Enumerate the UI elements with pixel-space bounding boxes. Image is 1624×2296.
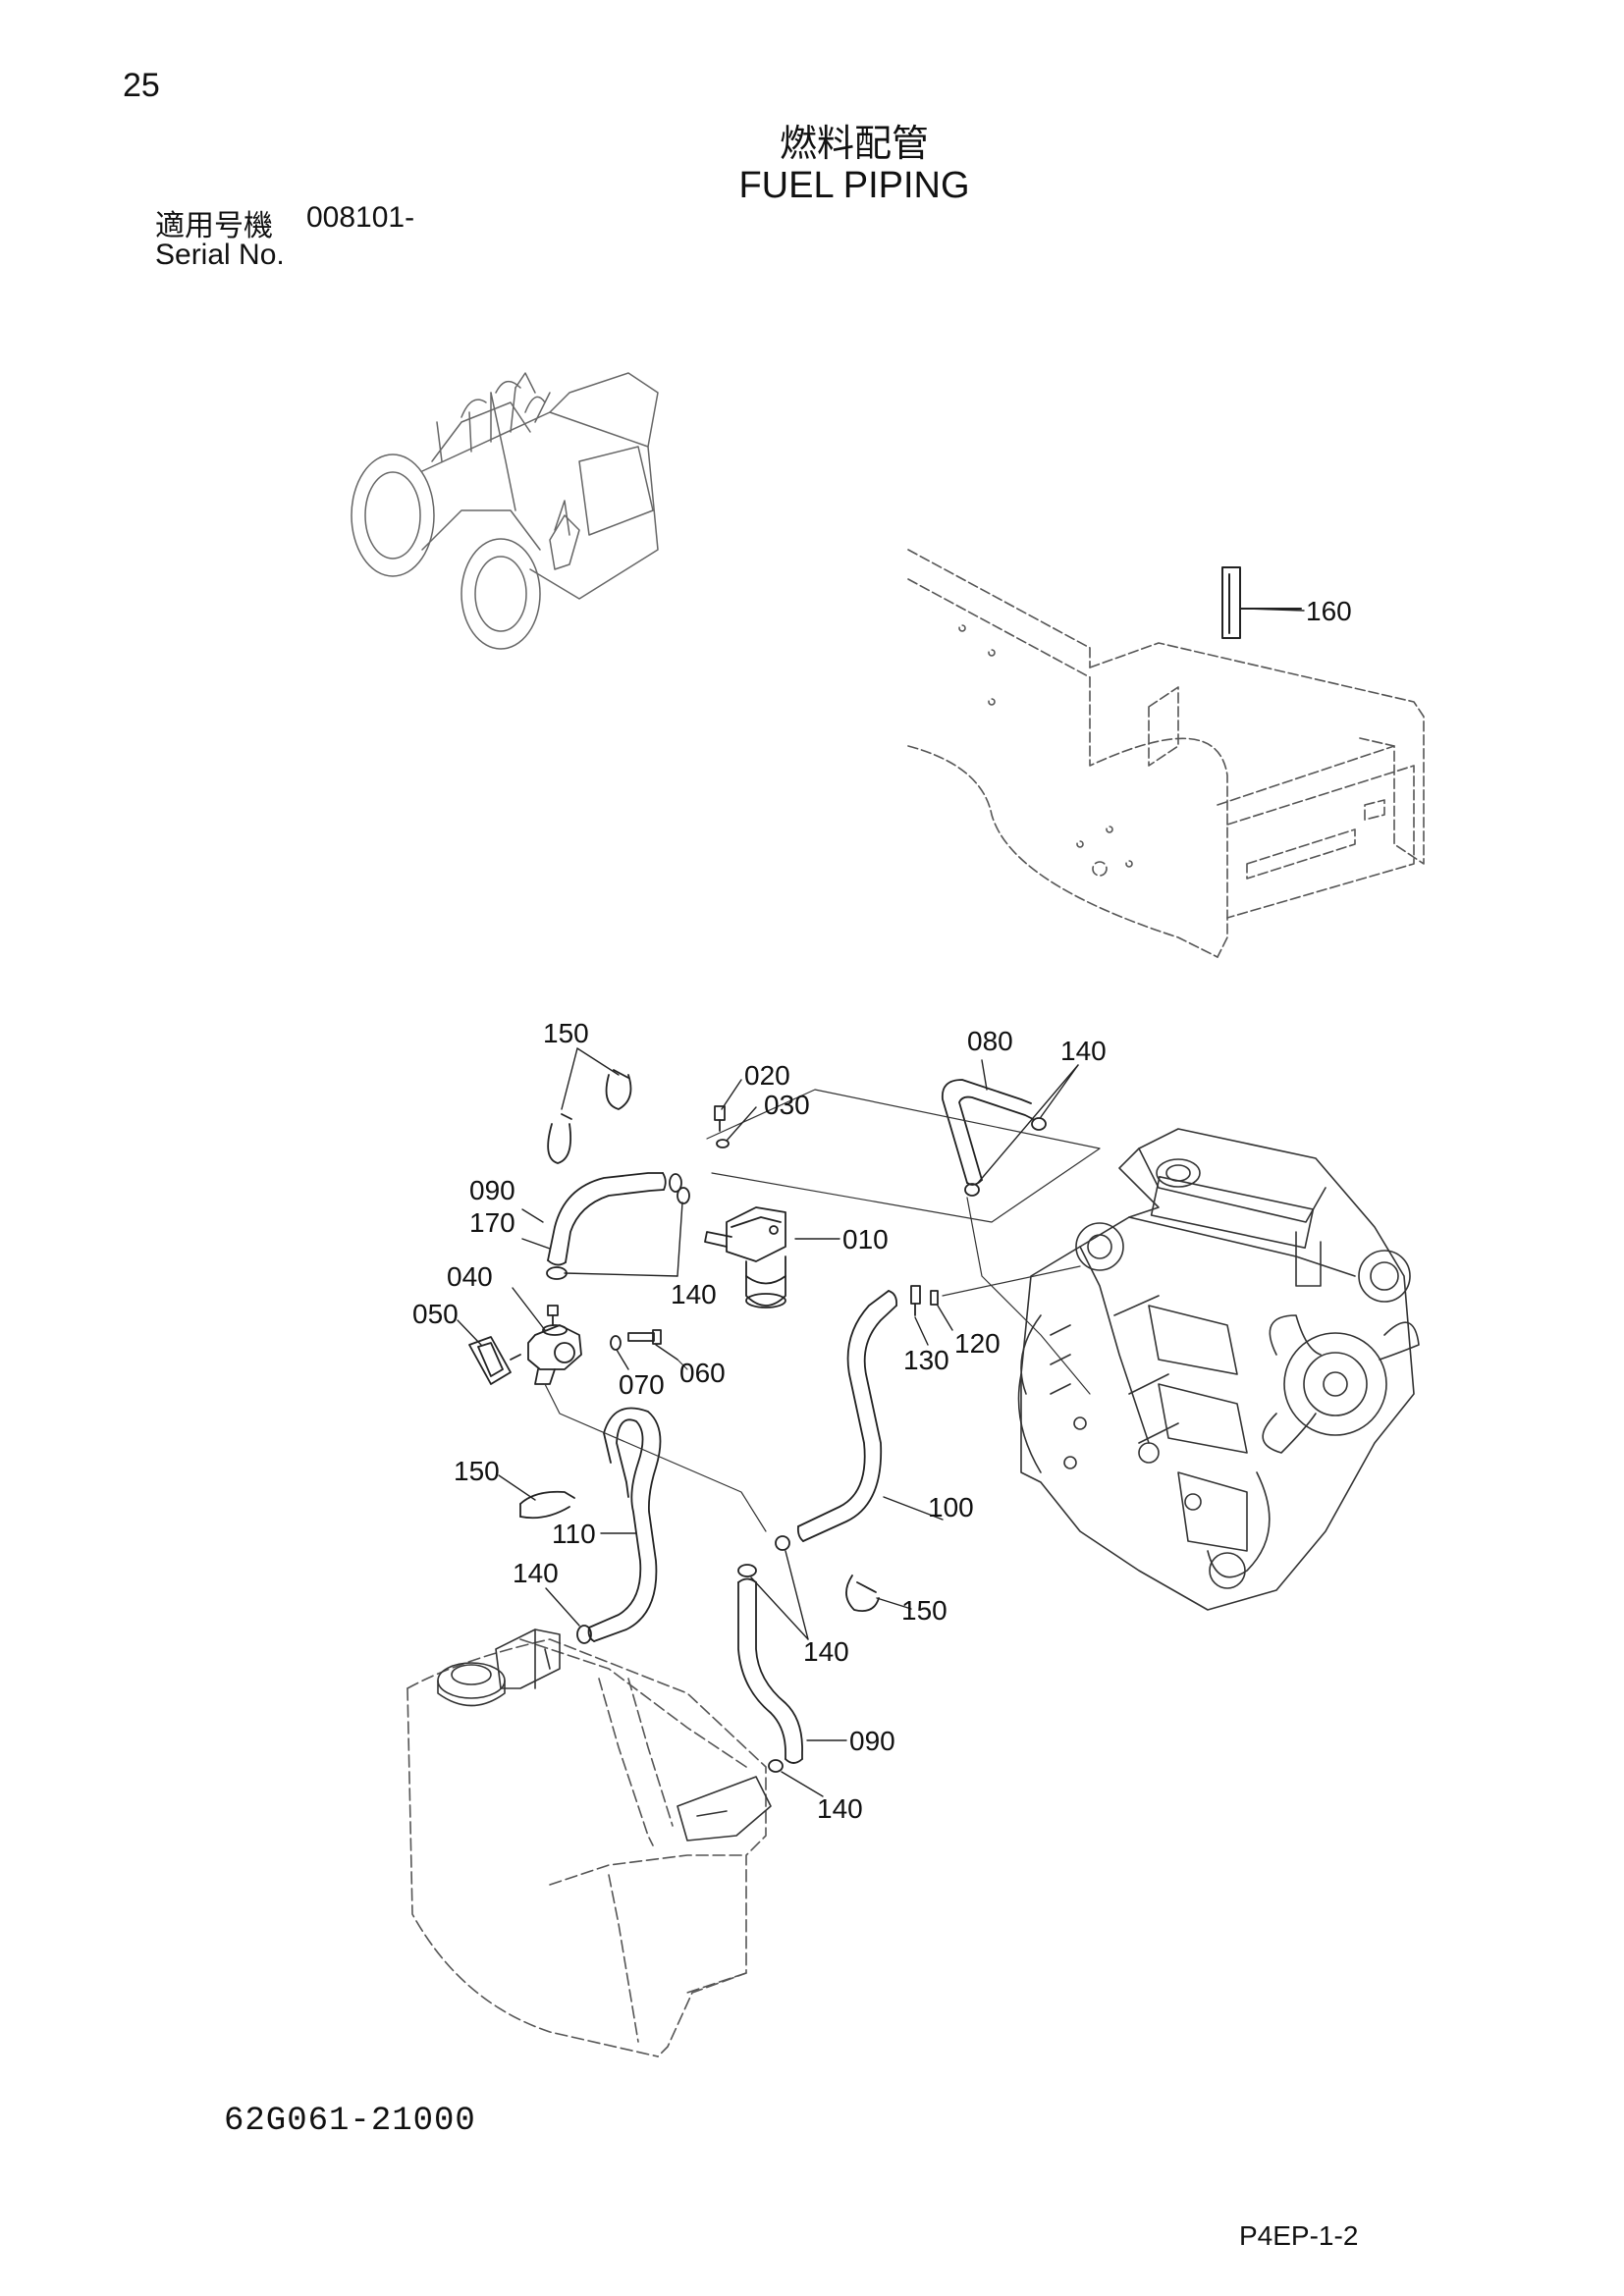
insulator-pad-160 (1221, 566, 1302, 639)
fitting-120 (930, 1290, 939, 1306)
hose-clamp-140-a (669, 1173, 690, 1204)
assembly-reference-lines (544, 1089, 1101, 1532)
callout-020: 020 (744, 1060, 790, 1091)
bolt-060 (627, 1329, 662, 1345)
callout-150-top: 150 (543, 1018, 589, 1048)
engine-drawing (1017, 1128, 1420, 1611)
leader-lines (457, 608, 1305, 1797)
fuel-tank-drawing (406, 1638, 767, 2057)
callout-090-top: 090 (469, 1175, 515, 1205)
callout-140-top-right: 140 (1060, 1036, 1107, 1066)
callout-140-left: 140 (513, 1558, 559, 1588)
fuel-tank-cap (437, 1662, 506, 1707)
gasket-050 (468, 1336, 512, 1385)
fitting-130 (910, 1285, 921, 1316)
callout-030: 030 (764, 1090, 810, 1120)
frame-bracket-drawing (907, 549, 1425, 958)
callout-labels: 160 150 020 030 080 140 090 170 010 040 … (412, 596, 1352, 1824)
callout-040: 040 (447, 1261, 493, 1292)
callout-080: 080 (967, 1026, 1013, 1056)
page-code: P4EP-1-2 (1239, 2220, 1359, 2251)
callout-160: 160 (1306, 596, 1352, 626)
serial-number-value: 008101- (306, 201, 415, 234)
washer-070 (610, 1335, 622, 1351)
clip-150-top-b (605, 1069, 632, 1110)
callout-070: 070 (619, 1369, 665, 1400)
callout-050: 050 (412, 1299, 459, 1329)
callout-060: 060 (679, 1358, 726, 1388)
clip-150-left (519, 1490, 575, 1520)
hose-090-lower (737, 1577, 803, 1764)
callout-150-right: 150 (901, 1595, 947, 1626)
callout-170: 170 (469, 1207, 515, 1238)
hose-110 (587, 1407, 662, 1642)
callout-140-bottom: 140 (817, 1793, 863, 1824)
title-english: FUEL PIPING (738, 165, 970, 206)
serial-label-japanese: 適用号機 (155, 209, 273, 243)
page-number: 25 (123, 67, 160, 104)
callout-140-center: 140 (803, 1636, 849, 1667)
fuel-filter-010 (704, 1206, 786, 1308)
title-japanese: 燃料配管 (779, 122, 929, 165)
drawing-part-number: 62G061-21000 (224, 2103, 476, 2140)
callout-120: 120 (954, 1328, 1001, 1359)
serial-label-english: Serial No. (155, 239, 285, 271)
clip-150-top-a (547, 1113, 572, 1164)
hose-clamp-140-b (546, 1266, 568, 1280)
hose-clamp-140-f (737, 1564, 784, 1773)
callout-010: 010 (842, 1224, 889, 1255)
bolt-020-washer-030 (714, 1105, 730, 1148)
hose-clamp-140-c (964, 1117, 1047, 1197)
callout-130: 130 (903, 1345, 949, 1375)
hose-clamp-140-e (576, 1625, 592, 1644)
callout-100: 100 (928, 1492, 974, 1522)
callout-090-lower: 090 (849, 1726, 895, 1756)
hose-clamp-140-d (775, 1535, 790, 1551)
hose-100 (796, 1290, 897, 1542)
callout-150-left: 150 (454, 1456, 500, 1486)
fuel-pump-040 (510, 1305, 582, 1385)
tank-bracket (495, 1629, 772, 1842)
callout-110: 110 (552, 1519, 596, 1549)
clip-150-right (845, 1575, 880, 1613)
vehicle-overview-drawing (351, 372, 659, 650)
hose-090-170 (547, 1172, 667, 1266)
callout-140-filter: 140 (671, 1279, 717, 1309)
